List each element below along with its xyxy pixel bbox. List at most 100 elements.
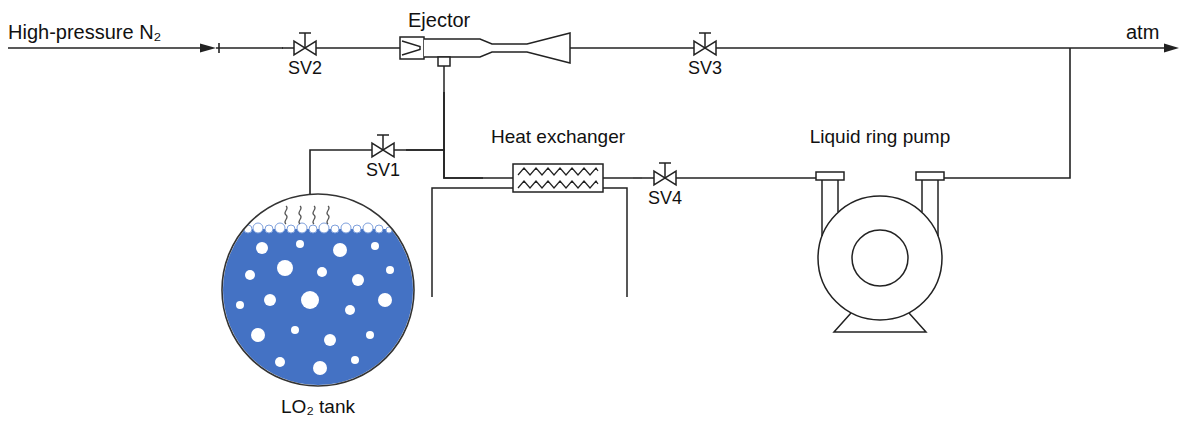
bubble: [301, 291, 319, 309]
pump-symbol: [937, 180, 939, 236]
ejector-symbol: [402, 41, 420, 55]
bubble: [251, 328, 265, 342]
pipe-line: [310, 150, 360, 194]
pipe-line: [406, 92, 444, 150]
valve-symbol: [659, 162, 671, 164]
pipe-line: [444, 92, 483, 178]
exhaust-line: [728, 44, 1179, 179]
pipe-line: [328, 47, 392, 49]
valve-node: SV3: [682, 30, 728, 80]
pump-symbol: [816, 172, 844, 180]
vapour-wave: [285, 206, 329, 224]
pump-symbol: [916, 172, 944, 180]
bubble: [341, 223, 351, 233]
liquid-oxygen: [220, 223, 416, 393]
valve-symbol: [642, 163, 688, 185]
ejector-symbol: [570, 47, 572, 49]
bubble: [297, 223, 307, 233]
component-label: LO₂ tank: [281, 396, 355, 419]
valve-node: SV2: [282, 30, 328, 80]
bubble: [378, 293, 392, 307]
heat-exchanger-symbol: [518, 181, 598, 188]
component-label: Ejector: [408, 8, 470, 32]
valve-symbol: [664, 163, 666, 178]
bubble: [265, 225, 273, 233]
inlet-arrow: [216, 47, 283, 49]
valve-symbol: [304, 33, 306, 48]
valve-symbol: [299, 32, 311, 34]
bubble: [371, 242, 379, 250]
bubble: [244, 223, 392, 233]
pipe-line: [572, 47, 682, 49]
bubble: [324, 334, 336, 346]
valve-symbol: [382, 135, 384, 150]
inlet-arrow: [200, 44, 216, 53]
bubble: [375, 225, 383, 233]
bubble: [277, 260, 293, 276]
ejector-symbol: [392, 47, 400, 49]
component-label: SV1: [366, 160, 400, 182]
valve-symbol: [704, 33, 706, 48]
ejector-symbol: [400, 37, 424, 59]
outlet-label: atm: [1126, 20, 1159, 44]
valve-symbol: [282, 33, 328, 55]
pump-symbol: [834, 313, 926, 332]
bubble: [317, 267, 327, 277]
bubble: [313, 361, 327, 375]
bubble: [309, 225, 317, 233]
component-label: SV3: [688, 58, 722, 80]
vapour-wave: [313, 206, 315, 224]
bubble: [363, 223, 373, 233]
bubble: [333, 243, 347, 257]
vapour-wave: [327, 206, 329, 224]
component-label: Heat exchanger: [491, 126, 625, 149]
valve-node: SV4: [642, 160, 688, 210]
pipe-line: [633, 177, 642, 179]
bubble: [296, 240, 304, 248]
inlet-arrow: [8, 47, 202, 49]
pump-symbol: [852, 230, 908, 286]
component-label: SV4: [648, 188, 682, 210]
bubble: [331, 225, 339, 233]
heat-exchanger-symbol: [603, 177, 633, 179]
bubble: [366, 331, 374, 339]
valve-symbol: [682, 33, 728, 55]
bubble: [256, 242, 268, 254]
inlet-arrow: [8, 43, 283, 53]
bubble: [244, 225, 252, 233]
pump-symbol: [760, 172, 944, 332]
exhaust-line: [728, 47, 1166, 49]
valve-symbol: [360, 135, 406, 157]
bubble: [275, 357, 285, 367]
heat-exchanger-symbol: [513, 164, 603, 192]
bubble: [352, 274, 364, 286]
pipe-line: [406, 150, 483, 178]
bubble: [291, 326, 299, 334]
ejector-symbol: [392, 33, 572, 92]
ejector-node: Ejector: [392, 8, 572, 92]
exhaust-line: [1164, 44, 1179, 53]
vapour-wave: [285, 206, 287, 224]
heat-exchanger-symbol: [432, 164, 633, 297]
bubble: [253, 223, 263, 233]
pump-node: Liquid ring pump: [760, 126, 1000, 334]
bubble: [287, 225, 295, 233]
heat-exchanger-symbol: [518, 168, 598, 175]
heat-exchanger-symbol: [432, 188, 513, 297]
pump-symbol: [818, 196, 942, 320]
tank-node: LO₂ tank: [222, 194, 414, 419]
heat-exchanger-symbol: [483, 177, 513, 179]
valve-symbol: [377, 134, 389, 136]
pump-symbol: [837, 180, 839, 212]
valve-node: SV1: [360, 132, 406, 182]
pipe-line: [688, 177, 760, 179]
bubble: [275, 223, 285, 233]
vapour-wave: [299, 206, 301, 224]
valve-symbol: [699, 32, 711, 34]
pump-symbol: [821, 180, 823, 236]
bubble: [386, 266, 394, 274]
bubble: [353, 225, 361, 233]
ejector-symbol: [438, 57, 450, 66]
